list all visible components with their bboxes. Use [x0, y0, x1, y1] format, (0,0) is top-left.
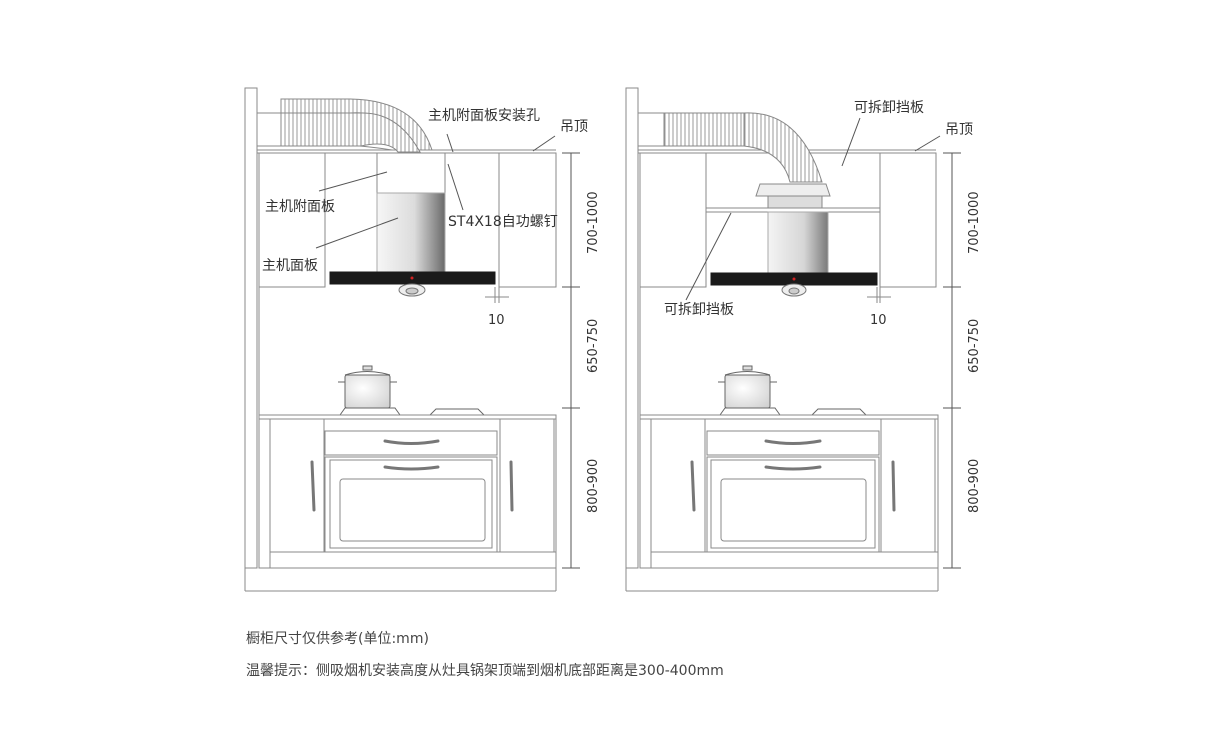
- left-pot: [344, 374, 391, 409]
- left-dim-lower: 800-900: [586, 459, 601, 513]
- right-dim-gap: 10: [870, 313, 887, 328]
- right-pot: [724, 374, 771, 409]
- left-countertop: [258, 414, 557, 420]
- left-label-panel-hole: 主机附面板安装孔: [428, 108, 540, 124]
- right-baffle-shelf: [705, 207, 881, 213]
- right-dim-lower: 800-900: [967, 459, 982, 513]
- left-label-screw: ST4X18自功螺钉: [448, 214, 558, 230]
- right-label-baffle-bottom: 可拆卸挡板: [664, 302, 734, 318]
- right-dim-upper: 700-1000: [967, 191, 982, 254]
- right-label-ceiling: 吊顶: [945, 122, 973, 138]
- right-diagram: [625, 87, 961, 592]
- right-hood-body: [767, 211, 829, 275]
- right-label-baffle-top: 可拆卸挡板: [854, 100, 924, 116]
- size-note: 橱柜尺寸仅供参考(单位:mm): [246, 631, 429, 647]
- left-wall: [244, 87, 258, 569]
- left-dim-middle: 650-750: [586, 319, 601, 373]
- right-duct: [663, 112, 745, 147]
- left-diagram: [244, 87, 580, 592]
- left-dim-gap: 10: [488, 313, 505, 328]
- left-label-attach-panel: 主机附面板: [265, 199, 335, 215]
- right-countertop: [639, 414, 939, 420]
- right-upper-cabinet-right: [879, 152, 937, 288]
- right-dim-middle: 650-750: [967, 319, 982, 373]
- right-upper-cabinet-left: [639, 152, 707, 288]
- install-tip: 温馨提示：侧吸烟机安装高度从灶具锅架顶端到烟机底部距离是300-400mm: [246, 663, 724, 679]
- left-label-main-panel: 主机面板: [262, 258, 318, 274]
- left-attach-panel: [376, 152, 446, 194]
- left-hood-body: [376, 192, 446, 274]
- left-stove: [339, 407, 485, 416]
- left-label-ceiling: 吊顶: [560, 119, 588, 135]
- right-wall: [625, 87, 639, 569]
- right-stove: [719, 407, 867, 416]
- left-dim-upper: 700-1000: [586, 191, 601, 254]
